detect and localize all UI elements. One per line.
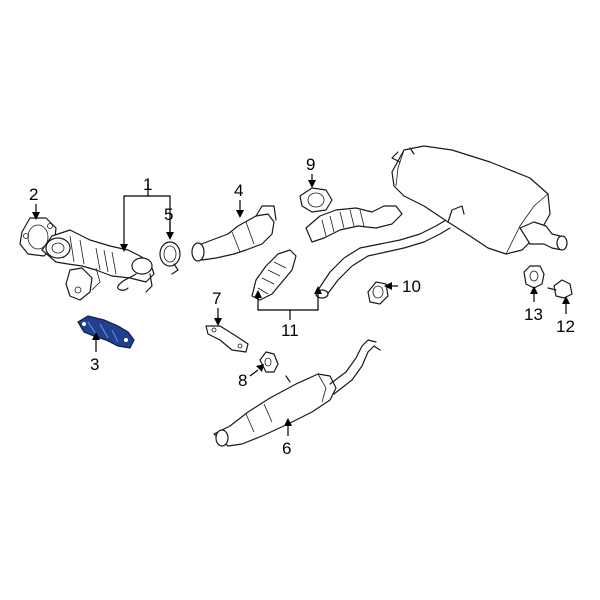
callout-10: 10 (402, 277, 421, 296)
callout-7: 7 (212, 289, 221, 308)
part-3-heat-shield[interactable] (77, 315, 135, 349)
part-10-clamp[interactable] (367, 281, 389, 305)
part-11-flex-pipe-upper[interactable] (305, 205, 403, 243)
callout-1: 1 (143, 175, 152, 194)
callout-5: 5 (164, 205, 173, 224)
callout-4: 4 (234, 181, 243, 200)
callout-2: 2 (29, 185, 38, 204)
part-9-clamp[interactable] (299, 187, 333, 213)
callout-13: 13 (524, 305, 543, 324)
part-13-hanger[interactable] (523, 265, 545, 289)
part-11-flex-pipe-lower[interactable] (251, 249, 297, 301)
callout-12: 12 (556, 317, 575, 336)
part-7-bracket[interactable] (205, 325, 249, 353)
part-8-insulator[interactable] (259, 351, 279, 373)
part-5-clamp[interactable] (159, 241, 181, 275)
part-6-resonator[interactable] (213, 339, 381, 447)
callout-9: 9 (306, 155, 315, 174)
callout-3: 3 (90, 355, 99, 374)
part-1-catalytic-converter[interactable] (41, 229, 155, 301)
callout-11: 11 (281, 321, 299, 340)
callout-leaders (32, 174, 570, 436)
callout-6: 6 (282, 439, 291, 458)
part-12-bracket[interactable] (547, 279, 573, 299)
rear-muffler (391, 145, 568, 255)
callout-8: 8 (238, 371, 247, 390)
part-4-converter[interactable] (191, 205, 277, 262)
callout-labels: 1 2 3 4 5 6 7 8 9 10 11 12 13 (29, 155, 575, 458)
